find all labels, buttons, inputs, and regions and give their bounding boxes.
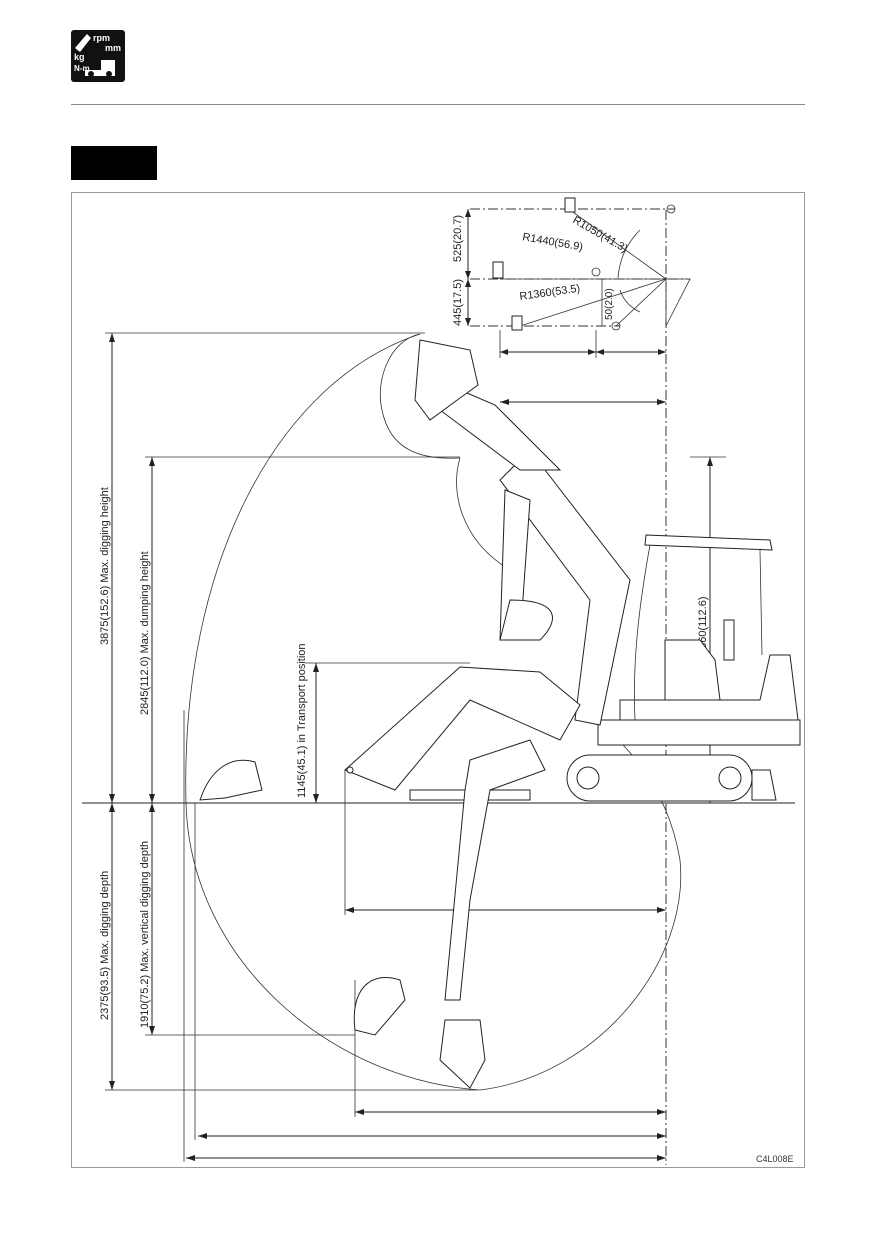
bucket-arc-mid [456, 457, 511, 571]
bucket-arc-top [379, 333, 461, 459]
dim-max-digging-height [109, 333, 115, 803]
dim-vertical-digging-depth [149, 803, 155, 1035]
label-transport-height: 1145(45.1) in Transport position [296, 644, 308, 799]
specifications-icon: rpm mm kg N-m [71, 30, 125, 82]
bucket-depth [353, 976, 406, 1036]
label-offset-445: 445(17.5) [452, 279, 464, 326]
label-max-digging-height: 3875(152.6) Max. digging height [99, 487, 111, 645]
section-tab [71, 146, 157, 180]
excavator-boom-transport [344, 666, 581, 801]
label-swing-r1360: R1360(53.5) [519, 283, 581, 303]
digging-envelope [185, 333, 682, 1091]
dim-max-dumping-height [149, 457, 155, 803]
bucket-ground [199, 759, 263, 801]
label-vertical-digging-depth: 1910(75.2) Max. vertical digging depth [139, 841, 151, 1028]
logo-kg: kg [74, 52, 85, 62]
swing-offset-detail [465, 197, 691, 358]
excavator-boom-lowered [439, 739, 546, 1089]
excavator-boom-raised [414, 339, 631, 726]
label-max-dumping-height: 2845(112.0) Max. dumping height [139, 551, 151, 715]
label-offset-525: 525(20.7) [452, 215, 464, 262]
label-max-digging-depth: 2375(93.5) Max. digging depth [99, 871, 111, 1020]
dim-transport-height [313, 663, 319, 803]
dim-max-digging-depth [109, 803, 115, 1090]
excavator-undercarriage [566, 754, 777, 802]
logo-mm: mm [105, 43, 121, 53]
figure-frame [71, 192, 805, 1168]
dim-horizontal-reaches [183, 399, 666, 1162]
header-divider [71, 104, 805, 105]
label-offset-50: 50(2.0) [604, 288, 615, 320]
logo-nm: N-m [74, 64, 90, 73]
label-swing-r1440: R1440(56.9) [521, 231, 583, 253]
excavator-upper-structure [597, 534, 801, 746]
figure-code: C4L008E [756, 1154, 794, 1164]
logo-rpm: rpm [93, 33, 110, 43]
